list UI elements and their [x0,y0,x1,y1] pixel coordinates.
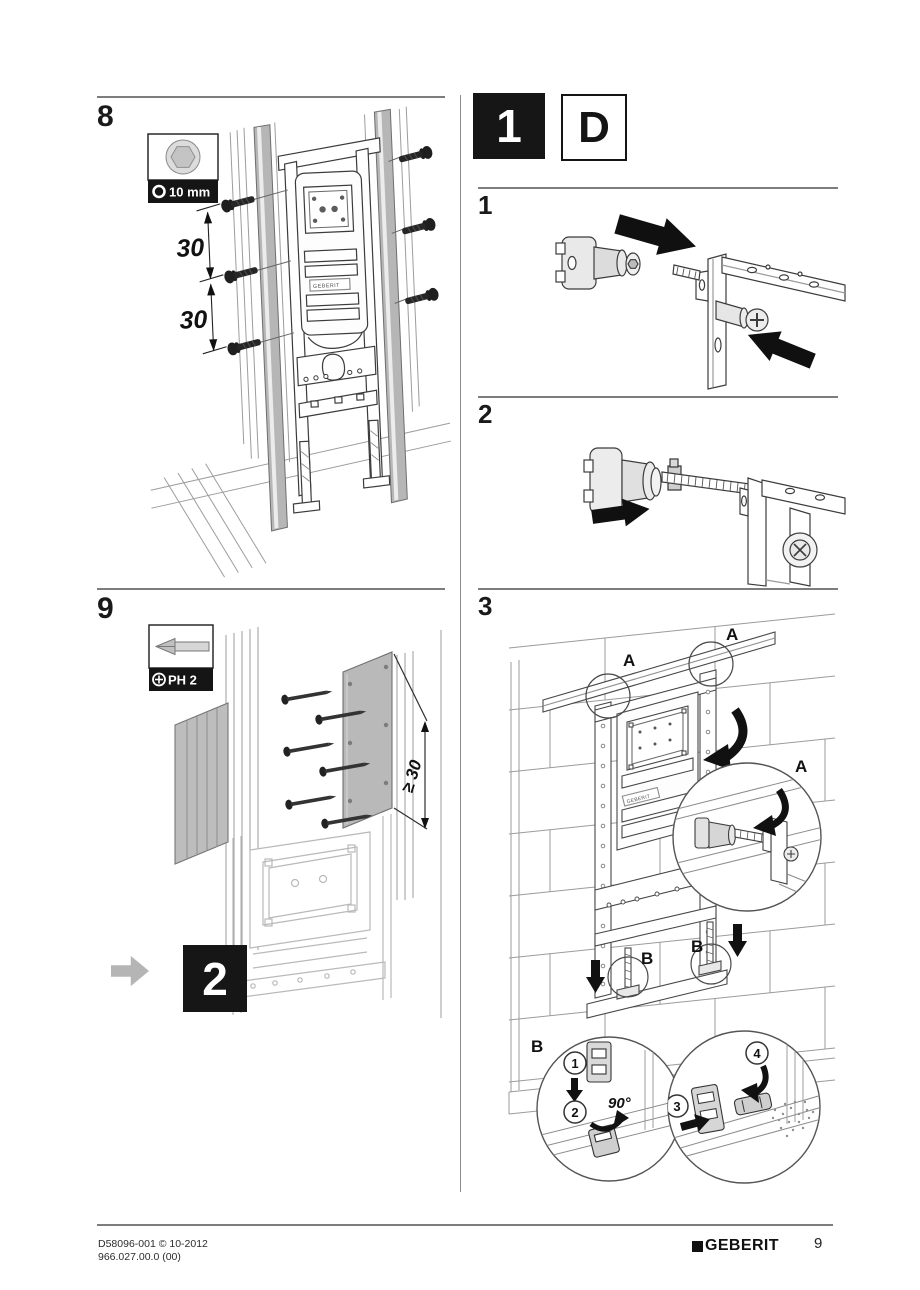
footer-rule [97,1224,833,1226]
screw-icon [225,334,263,357]
rotate-90-arrow-icon [589,1110,629,1132]
callout-circle-b [690,943,732,985]
wall-rail-right [373,108,408,504]
protection-panel-right [342,651,393,829]
step9-title: 9 [97,592,114,625]
inset-step-4: 4 [745,1041,769,1065]
marker-b: B [691,937,703,956]
tank-brand-label: GEBERIT [626,794,651,806]
fold-down-arrow-icon [741,1064,769,1103]
lock-clamp-part [586,1041,612,1083]
marker-a: A [726,625,738,644]
down-arrow-icon [728,924,747,957]
down-arrow-icon [586,960,605,993]
inset-step-3: 3 [668,1094,689,1118]
page-number: 9 [814,1235,823,1252]
step8-rule [97,96,445,98]
inset-step-1: 1 [563,1051,587,1075]
logo-text: GEBERIT [705,1237,779,1254]
marker-b: B [641,949,653,968]
callout-circle-a [585,673,631,719]
mounting-frame: GEBERIT [277,137,391,514]
screws-right [388,144,441,309]
dim-label-top: 30 [176,234,205,263]
anchor-texture-dots [771,1100,815,1138]
geberit-logo: GEBERIT [692,1237,779,1255]
angle-label: 90° [608,1095,632,1112]
r-step3-illustration: GEBERIT [508,613,836,1184]
screw-icon [219,191,257,215]
screws-left [219,189,295,357]
goto-chapter-chip: 2 [183,945,247,1012]
screw-icon [403,286,441,309]
r-step1-rule [478,187,838,189]
detail-b-left-content: 1 2 [537,1041,681,1160]
wall-stud-lines [225,627,442,1018]
wall-rail-left [253,124,288,532]
push-arrow-icon [591,498,650,527]
step8-title: 8 [97,100,114,133]
dim-label-bottom: 30 [179,306,208,335]
step9-illustration: ≥ 30 PH 2 [148,624,442,1018]
chapter-number-chip: 1 [473,93,545,159]
dim-min-label: ≥ 30 [398,757,426,795]
wall-anchor-bracket [555,236,641,290]
down-arrow-icon [566,1078,583,1102]
dimension-30 [196,203,227,355]
marker-a: A [795,757,807,776]
frame-corner [739,477,846,587]
column-divider [460,95,461,1192]
screw-icon [400,216,438,239]
dimension-min30 [393,653,429,830]
push-arrow-icon [747,331,816,369]
threaded-rod [661,471,751,495]
marker-a: A [623,651,635,670]
svg-text:1: 1 [571,1056,578,1071]
r-step3-title: 3 [478,591,493,621]
doc-code: D58096-001 © 10-2012 [98,1238,208,1250]
push-arrow-icon [679,1114,710,1132]
tank-brand-plate [309,277,351,292]
pull-arrow-icon [614,214,696,255]
tank-brand-label: GEBERIT [313,283,340,290]
tool-size-label: PH 2 [168,673,197,688]
panel-screws [281,690,374,830]
r-step3-rule [478,588,838,590]
rotate-arrow-icon [703,707,748,770]
footer-doc-info: D58096-001 © 10-2012 966.027.00.0 (00) [98,1238,208,1264]
r-step2-title: 2 [478,399,493,429]
callout-circle-b [607,956,649,998]
protection-panel-left [174,702,229,865]
svg-text:3: 3 [673,1099,680,1114]
screw-icon [397,144,435,167]
inset-step-2: 2 [563,1100,587,1124]
doc-version: 966.027.00.0 (00) [98,1251,181,1263]
frame-corner [672,253,846,390]
rotate-arrow-icon [769,788,789,830]
ring-socket-icon [152,184,166,199]
model-variant-chip: D [561,94,627,161]
tool-badge-socket: 10 mm [147,133,219,203]
svg-text:2: 2 [571,1105,578,1120]
step9-rule [97,588,445,590]
svg-text:4: 4 [753,1046,761,1061]
phillips-bit-icon [154,637,210,656]
callout-circle-a [688,641,734,687]
tool-badge-phillips: PH 2 [148,624,214,691]
detail-b-right-content: 3 4 [668,1031,820,1163]
screw-icon [222,262,260,285]
r-step1-title: 1 [478,190,493,220]
frame-faded [232,814,392,1015]
marker-b: B [531,1037,543,1056]
logo-square-icon [692,1240,703,1252]
r-step2-rule [478,396,838,398]
tool-size-label: 10 mm [169,185,210,200]
phillips-icon [152,672,166,687]
step8-illustration: GEBERIT [147,106,451,578]
r-step2-illustration [583,447,846,587]
wall-anchor-bracket [583,447,662,515]
r-step1-illustration [555,214,846,390]
